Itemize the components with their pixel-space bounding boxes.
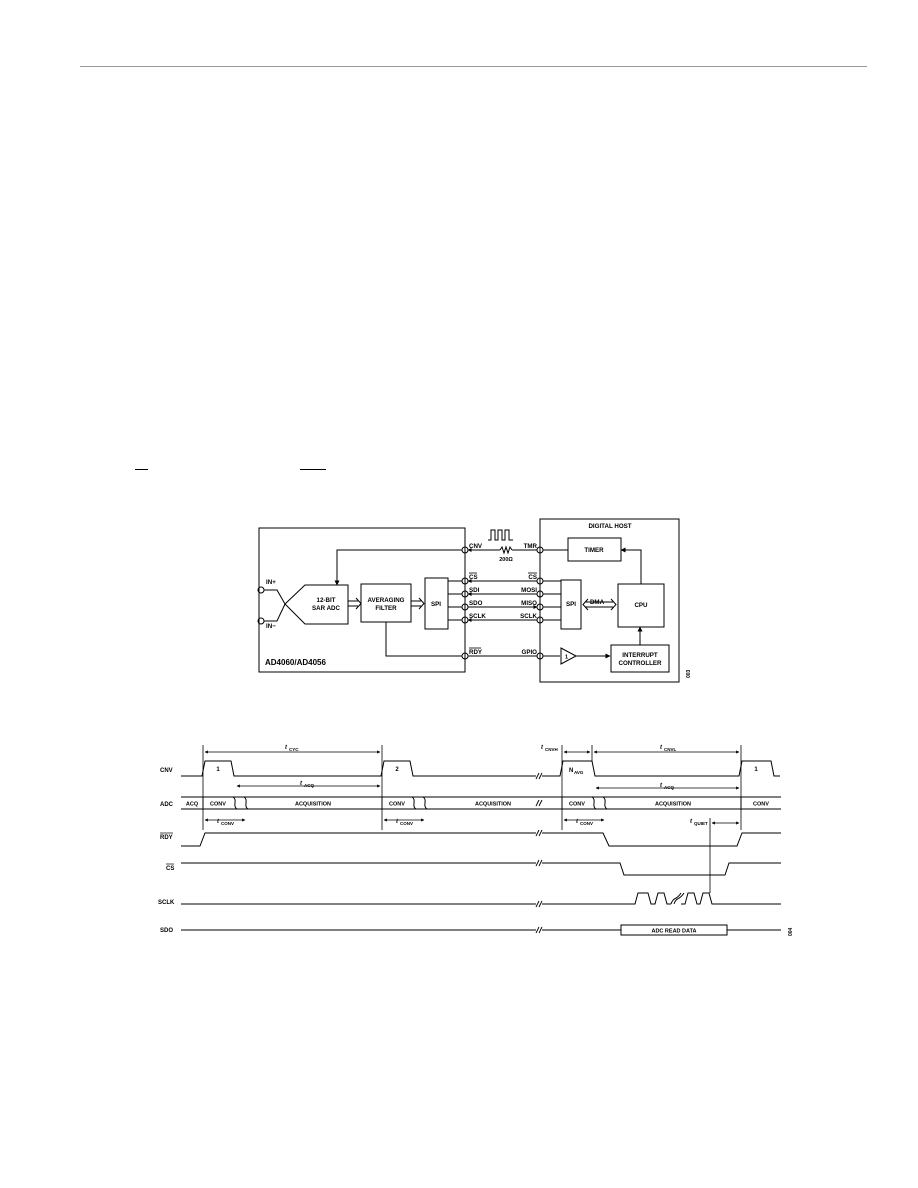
svg-text:CONV: CONV xyxy=(221,821,234,826)
pin-sclk: SCLK xyxy=(469,613,486,620)
header-rule xyxy=(80,66,867,67)
interrupt-label-1: INTERRUPT xyxy=(622,652,658,659)
buffer-triangle xyxy=(560,647,578,665)
host-spi-label: SPI xyxy=(566,601,576,608)
label-tcnvl: t CNVL xyxy=(660,745,677,752)
svg-text:t: t xyxy=(217,819,220,825)
sar-adc-label-2: SAR ADC xyxy=(312,605,340,612)
pin-sdi: SDI xyxy=(469,587,480,594)
pin-mosi: MOSI xyxy=(521,587,537,594)
svg-text:t: t xyxy=(541,745,544,751)
svg-text:CYC: CYC xyxy=(289,747,299,752)
cnv-pulse-2: 2 xyxy=(395,767,399,773)
label-tconv-3: t CONV xyxy=(576,819,593,826)
text-overline-1 xyxy=(135,469,148,470)
svg-text:t: t xyxy=(285,745,288,751)
svg-text:ACQ: ACQ xyxy=(664,785,674,790)
filter-label-1: AVERAGING xyxy=(367,597,404,604)
signal-adc: ADC xyxy=(160,802,174,808)
sar-adc-block xyxy=(284,584,349,625)
pin-host-cs: CS xyxy=(528,574,537,581)
cpu-label: CPU xyxy=(634,602,648,609)
adc-conv-3: CONV xyxy=(569,802,585,808)
adc-acquisition-2: ACQUISITION xyxy=(475,802,511,808)
pin-gpio: GPIO xyxy=(522,649,538,656)
host-title: DIGITAL HOST xyxy=(588,523,631,530)
adc-conv-1: CONV xyxy=(210,802,226,808)
pin-host-sclk: SCLK xyxy=(520,613,537,620)
svg-text:t: t xyxy=(396,819,399,825)
svg-text:t: t xyxy=(660,745,663,751)
sar-adc-label-1: 12-BIT xyxy=(317,597,336,604)
filter-label-2: FILTER xyxy=(375,605,397,612)
svg-text:ACQ: ACQ xyxy=(304,783,314,788)
host-spi-block xyxy=(560,579,582,630)
svg-text:CONV: CONV xyxy=(400,821,413,826)
cnv-pulse-3: 1 xyxy=(754,767,758,773)
svg-text:t: t xyxy=(660,783,663,789)
svg-text:CONV: CONV xyxy=(580,821,593,826)
label-tquiet: t QUIET xyxy=(690,819,708,826)
cnv-pulse-1: 1 xyxy=(216,767,220,773)
cnv-waveform xyxy=(181,760,536,777)
adc-read-data-box xyxy=(620,924,728,936)
svg-text:CNVL: CNVL xyxy=(664,747,677,752)
label-tacq-1: t ACQ xyxy=(300,781,314,788)
pin-miso: MISO xyxy=(521,600,537,607)
svg-text:CNVH: CNVH xyxy=(545,747,558,752)
svg-text:t: t xyxy=(300,781,303,787)
pin-cs: CS xyxy=(469,574,478,581)
signal-sdo: SDO xyxy=(160,928,173,934)
label-tcyc: t CYC xyxy=(285,745,299,752)
label-tacq-2: t ACQ xyxy=(660,783,674,790)
adc-read-data-label: ADC READ DATA xyxy=(651,929,696,935)
host-outline xyxy=(539,518,680,683)
adc-spi-block xyxy=(424,577,449,630)
adc-acquisition-3: ACQUISITION xyxy=(655,802,691,808)
svg-text:QUIET: QUIET xyxy=(694,821,708,826)
label-tconv-2: t CONV xyxy=(396,819,413,826)
dma-label: DMA xyxy=(590,599,605,606)
timer-label: TIMER xyxy=(584,547,604,554)
rdy-waveform xyxy=(181,832,536,847)
text-overline-2 xyxy=(300,469,326,470)
pin-sdo: SDO xyxy=(469,600,483,607)
label-tconv-1: t CONV xyxy=(217,819,234,826)
pin-tmr: TMR xyxy=(524,543,538,550)
adc-acquisition-1: ACQUISITION xyxy=(295,802,331,808)
svg-text:t: t xyxy=(576,819,579,825)
label-tcnvh: t CNVH xyxy=(541,745,558,752)
signal-cs: CS xyxy=(166,866,174,872)
pin-cnv: CNV xyxy=(469,543,483,550)
adc-conv-4: CONV xyxy=(753,802,769,808)
timing-figure-id: 004 xyxy=(788,927,794,936)
svg-text:AVG: AVG xyxy=(574,770,584,775)
signal-rdy: RDY xyxy=(160,835,173,841)
interrupt-label-2: CONTROLLER xyxy=(619,660,662,667)
adc-spi-label: SPI xyxy=(431,601,441,608)
block-figure-id: 003 xyxy=(686,669,692,678)
adc-chip-outline xyxy=(258,527,466,673)
pin-rdy: RDY xyxy=(469,649,483,656)
adc-conv-2: CONV xyxy=(389,802,405,808)
in-minus-label: IN− xyxy=(266,623,276,630)
signal-cnv: CNV xyxy=(160,768,173,774)
adc-acq-1: ACQ xyxy=(186,802,199,808)
adc-part-label: AD4060/AD4056 xyxy=(265,658,326,667)
svg-text:N: N xyxy=(569,768,573,774)
svg-text:t: t xyxy=(690,819,693,825)
buffer-label: 1 xyxy=(565,655,568,661)
in-plus-label: IN+ xyxy=(266,579,276,586)
label-navg: N AVG xyxy=(569,768,584,775)
signal-sclk: SCLK xyxy=(158,900,175,906)
resistor-label: 200Ω xyxy=(499,557,513,563)
